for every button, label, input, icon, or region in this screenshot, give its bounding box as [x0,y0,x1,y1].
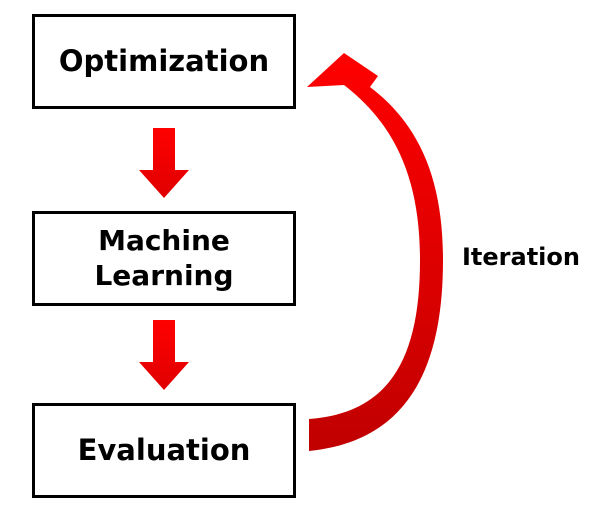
machine-learning-label-line-2: Learning [94,258,234,292]
optimization-box: Optimization [32,14,296,109]
evaluation-label: Evaluation [77,432,251,467]
machine-learning-label-line-1: Machine [98,224,230,258]
evaluation-box: Evaluation [32,403,296,498]
iteration-loop-arrow-body [307,53,443,451]
iteration-label: Iteration [462,243,580,271]
down-arrow-optimization-to-ml [139,128,189,198]
machine-learning-box: Machine Learning [32,211,296,306]
iteration-loop-arrow [307,53,443,451]
optimization-label: Optimization [58,43,270,78]
down-arrow-ml-to-evaluation [139,320,189,390]
